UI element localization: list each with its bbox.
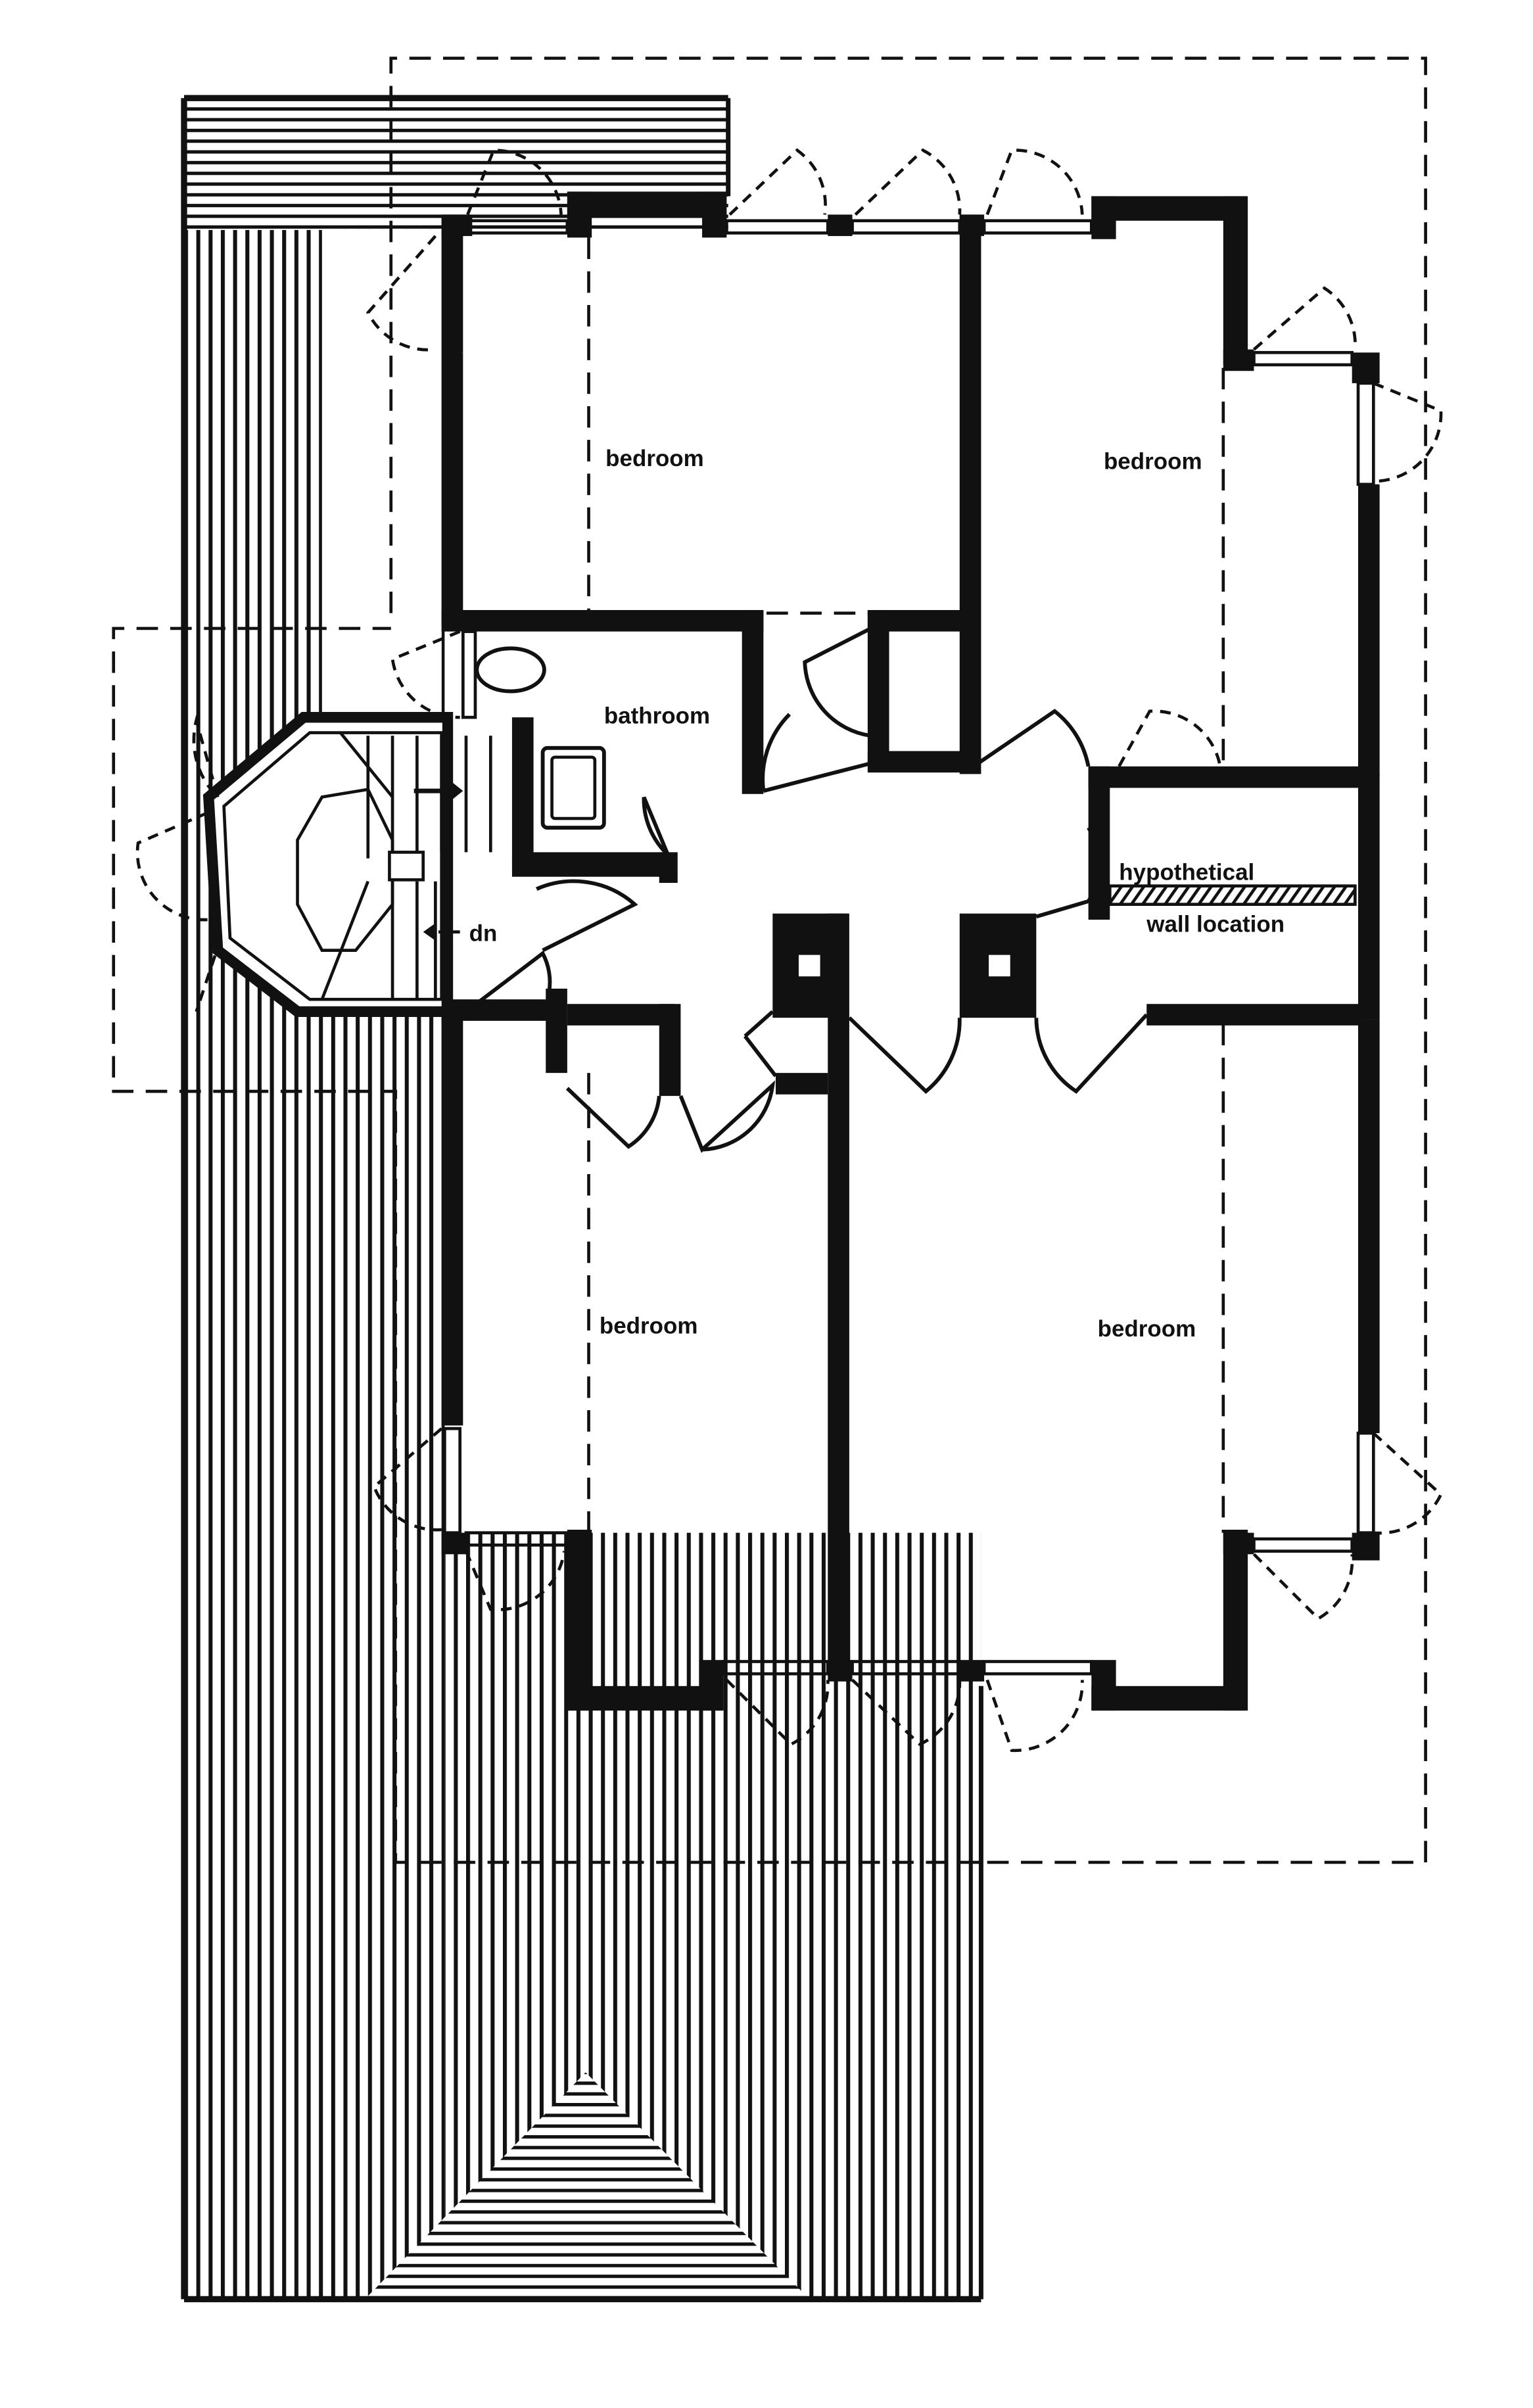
roof-left-white [321, 229, 442, 720]
label-wall-location: wall location [1146, 912, 1285, 937]
exterior-door-swings [135, 148, 1443, 1753]
label-bathroom: bathroom [604, 703, 710, 729]
label-hypothetical: hypothetical [1119, 859, 1254, 885]
bathtub-oval [475, 646, 546, 694]
label-stair-dn: dn [469, 921, 498, 947]
roof [181, 95, 983, 2303]
label-bedroom-top-right: bedroom [1104, 448, 1202, 474]
stair-tower [202, 712, 517, 1018]
label-bedroom-top-left: bedroom [605, 446, 704, 471]
hypothetical-wall [1108, 884, 1357, 906]
label-bedroom-bottom-right: bedroom [1098, 1316, 1196, 1342]
pier-holes [795, 951, 1014, 980]
windows [443, 219, 1375, 1676]
room-labels: bedroom bedroom bathroom dn hypothetical… [469, 446, 1285, 1342]
walls [441, 191, 1380, 1711]
toilet [540, 745, 606, 830]
interior-doors [465, 626, 1148, 1153]
label-bedroom-bottom-left: bedroom [600, 1313, 698, 1339]
roof-hip-bottom [365, 2072, 810, 2300]
lower-floor-outline [112, 57, 1427, 1864]
bathroom-fixtures [475, 646, 606, 830]
